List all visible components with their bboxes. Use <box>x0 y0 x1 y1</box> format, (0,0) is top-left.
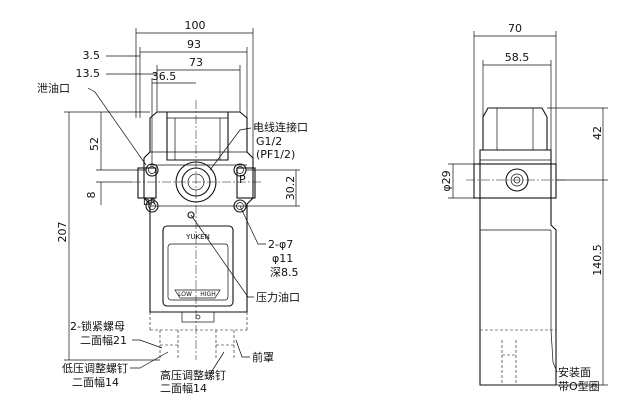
nameplate-brand: YUKEN <box>185 233 210 241</box>
dim-70: 70 <box>508 22 522 35</box>
dim-42: 42 <box>591 126 604 140</box>
label-high-screw-2: 二面幅14 <box>160 382 207 395</box>
label-hole-count: 2-φ7 <box>268 238 293 251</box>
label-port-p: P <box>239 173 246 186</box>
dim-58-5: 58.5 <box>505 51 530 64</box>
nameplate-high: HIGH <box>200 291 215 298</box>
label-hole-counterbore: φ11 <box>272 252 293 265</box>
label-mount-face-1: 安装面 <box>558 365 591 379</box>
dim-52: 52 <box>88 137 101 151</box>
label-front-cover: 前罩 <box>252 350 274 364</box>
side-labels: 安装面 带O型圈 <box>550 329 600 393</box>
dim-100: 100 <box>185 19 206 32</box>
label-cable-thread-1: G1/2 <box>256 135 282 148</box>
label-cable-port: 电线连接口 <box>253 120 308 134</box>
label-port-dr: DR <box>143 198 156 208</box>
label-cable-thread-2: (PF1/2) <box>256 148 295 161</box>
dim-140-5: 140.5 <box>591 244 604 276</box>
dim-207: 207 <box>56 222 69 243</box>
front-view: YUKEN LOW HIGH <box>132 100 262 360</box>
label-lock-nut-2: 二面幅21 <box>80 334 127 347</box>
label-lock-nut-1: 2-锁紧螺母 <box>70 319 125 333</box>
front-dimensions: 100 93 73 3.5 13.5 36.5 52 8 207 <box>56 19 300 361</box>
label-hole-depth: 深8.5 <box>270 266 299 279</box>
dim-93: 93 <box>187 38 201 51</box>
front-labels: 泄油口 电线连接口 G1/2 (PF1/2) P DR 2-φ7 φ11 深8.… <box>37 81 308 395</box>
dim-36-5: 36.5 <box>152 70 177 83</box>
label-low-screw-2: 二面幅14 <box>72 376 119 389</box>
nameplate-low: LOW <box>178 291 192 298</box>
dim-30-2: 30.2 <box>284 176 297 201</box>
label-drain-port: 泄油口 <box>37 81 70 95</box>
side-dimensions: 70 58.5 42 140.5 φ29 <box>440 22 608 386</box>
label-mount-face-2: 带O型圈 <box>558 379 600 393</box>
dim-73: 73 <box>189 56 203 69</box>
label-high-screw-1: 高压调整螺钉 <box>160 368 226 382</box>
label-low-screw-1: 低压调整螺钉 <box>62 361 128 375</box>
dim-phi-29: φ29 <box>440 170 453 191</box>
dim-13-5: 13.5 <box>76 67 101 80</box>
dim-3-5: 3.5 <box>83 49 101 62</box>
label-pressure-port: 压力油口 <box>256 290 300 304</box>
dim-8: 8 <box>85 192 98 199</box>
